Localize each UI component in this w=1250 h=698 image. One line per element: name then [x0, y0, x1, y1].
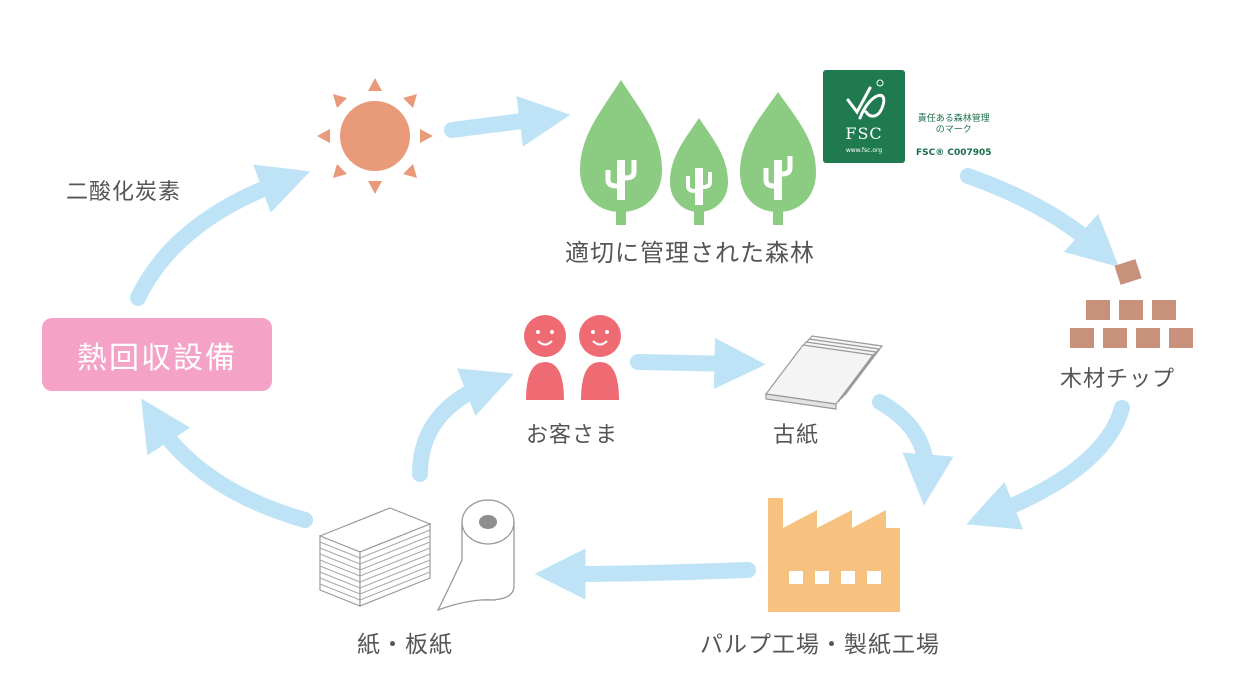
person-right-icon: [579, 315, 621, 400]
arrow-customer-to-oldpaper: [630, 337, 766, 390]
tree-large-left-icon: [580, 80, 662, 225]
label-paper-board: 紙・板紙: [357, 632, 453, 658]
heat-recovery-box: 熱回収設備: [42, 318, 272, 391]
label-co2: 二酸化炭素: [66, 180, 182, 205]
label-forest: 適切に管理された森林: [565, 239, 815, 267]
wood-chips-icon: [1070, 259, 1193, 348]
arrow-oldpaper-to-mill: [872, 394, 954, 506]
forest-trees-icon: [580, 80, 816, 225]
fsc-logo-url: www.fsc.org: [845, 147, 883, 154]
arrow-paper-to-customer: [412, 368, 514, 482]
arrow-sun-to-forest: [444, 95, 571, 147]
cycle-arrows: [130, 95, 1130, 600]
fsc-mark-caption: 責任ある森林管理 のマーク FSC® C007905: [916, 114, 992, 158]
fsc-license-code: FSC® C007905: [916, 148, 992, 158]
arrow-paper-to-heat: [141, 398, 313, 528]
arrow-chips-to-mill: [966, 400, 1130, 530]
arrow-mill-to-paper: [534, 548, 756, 600]
toilet-roll-icon: [436, 499, 515, 612]
label-customers: お客さま: [526, 423, 619, 448]
fsc-logo-text: FSC: [845, 124, 883, 143]
arrow-heat-to-sun: [130, 164, 311, 306]
fsc-mark-line1: 責任ある森林管理: [917, 114, 990, 124]
label-old-paper: 古紙: [773, 423, 820, 448]
tree-large-right-icon: [740, 92, 816, 225]
label-pulp-mill: パルプ工場・製紙工場: [700, 632, 940, 658]
label-heat-recovery: 熱回収設備: [77, 340, 237, 376]
sun-icon: [317, 78, 433, 194]
person-left-icon: [524, 315, 566, 400]
fsc-logo: [823, 70, 905, 163]
fsc-mark-line2: のマーク: [935, 125, 972, 135]
paper-stack-icon: [318, 507, 432, 607]
tree-small-center-icon: [670, 118, 728, 225]
label-wood-chips: 木材チップ: [1060, 367, 1176, 392]
customers-icon: [524, 315, 621, 400]
old-paper-stack-icon: [764, 335, 884, 410]
factory-icon: [768, 498, 900, 612]
fsc-tree-check-icon: [846, 86, 886, 120]
arrow-forest-to-chips: [960, 168, 1120, 268]
